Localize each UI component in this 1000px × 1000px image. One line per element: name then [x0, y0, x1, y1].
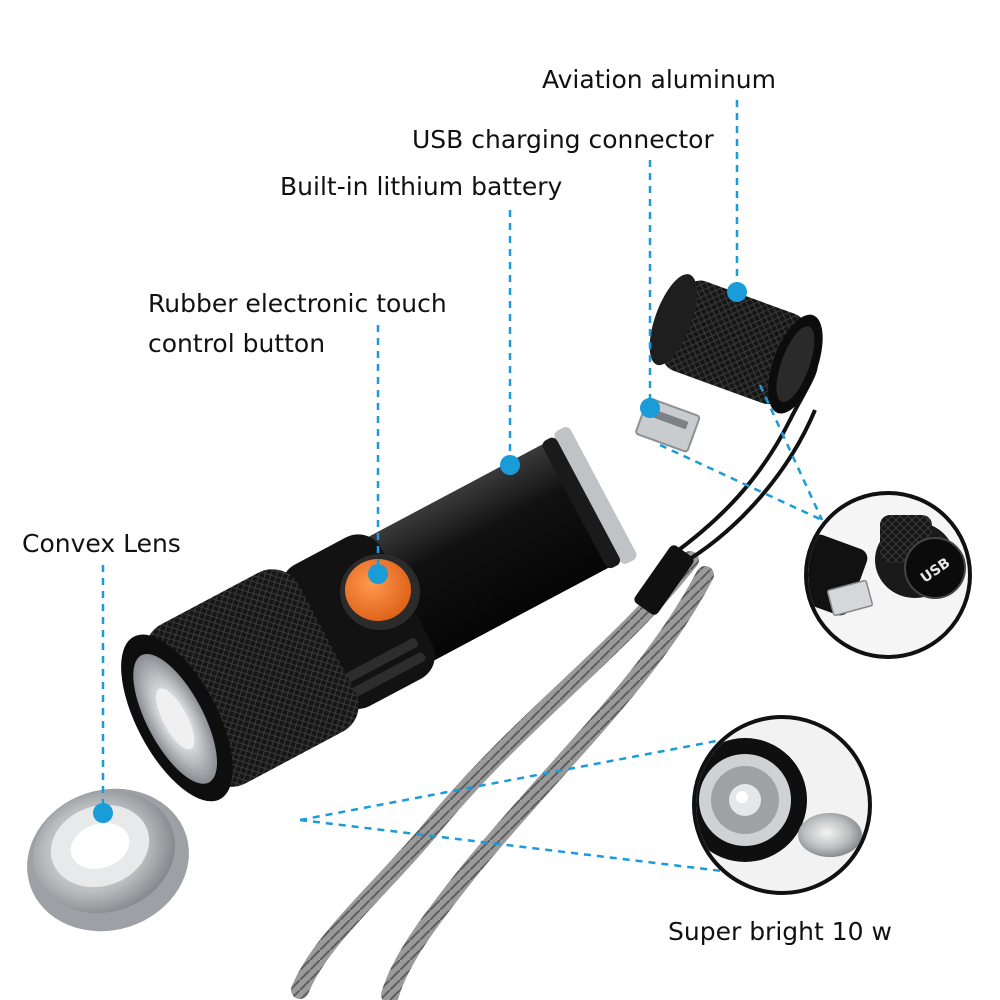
- dot-touch-button: [368, 564, 388, 584]
- label-touch-button-line2: control button: [148, 329, 326, 358]
- dot-convex-lens: [93, 803, 113, 823]
- usb-inset: USB: [804, 491, 972, 659]
- label-convex-lens: Convex Lens: [22, 529, 181, 558]
- callout-dots: [93, 282, 747, 823]
- touch-button: [340, 554, 420, 630]
- callout-lines: [101, 100, 824, 874]
- label-touch-button-line1: Rubber electronic touch: [148, 289, 447, 318]
- convex-lens-part: [27, 788, 189, 932]
- label-battery: Built-in lithium battery: [280, 172, 563, 201]
- label-super-bright: Super bright 10 w: [668, 917, 892, 946]
- tail-cap: [649, 274, 823, 414]
- dot-usb-connector: [640, 398, 660, 418]
- label-aviation-aluminum: Aviation aluminum: [542, 65, 776, 94]
- dot-aviation-aluminum: [727, 282, 747, 302]
- dot-battery: [500, 455, 520, 475]
- led-inset: [692, 715, 872, 895]
- label-usb-connector: USB charging connector: [412, 125, 714, 154]
- lanyard: [291, 359, 818, 1000]
